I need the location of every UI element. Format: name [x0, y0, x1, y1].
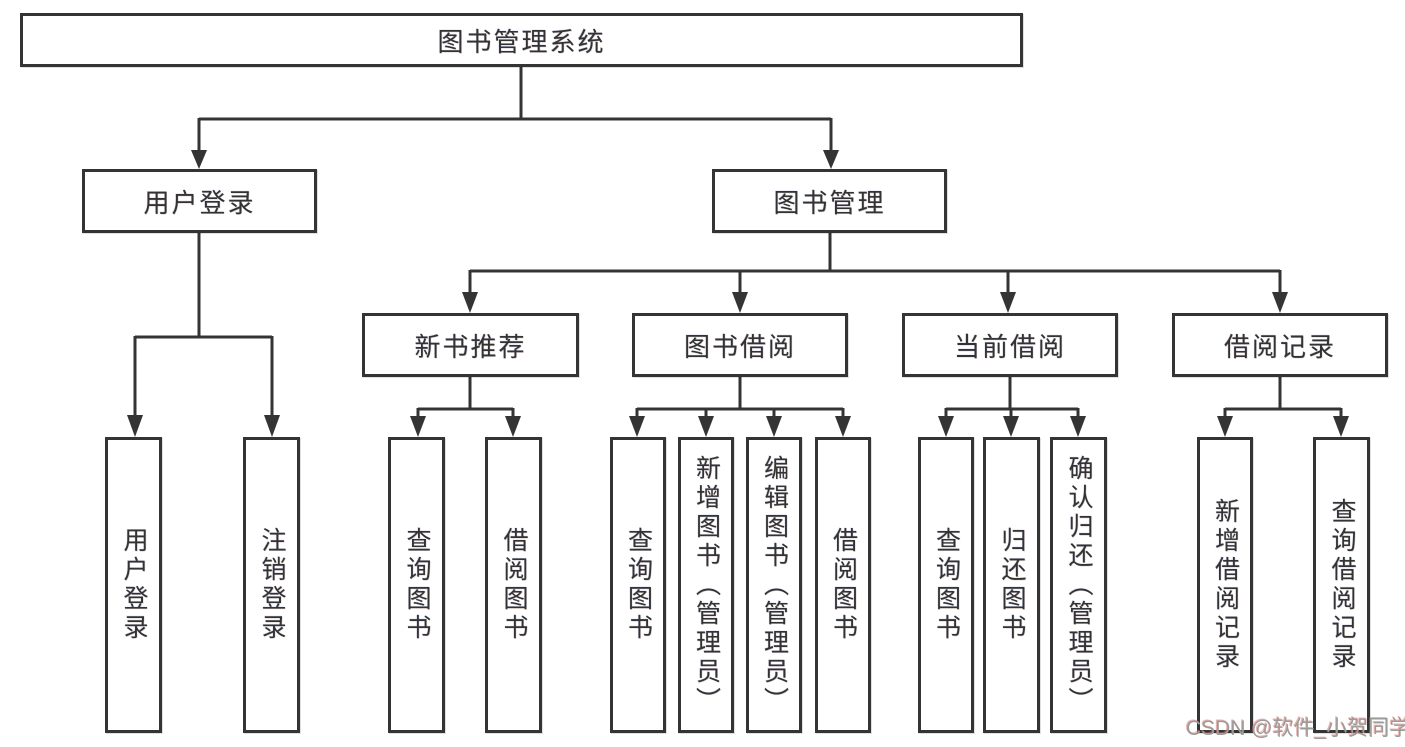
leaf-return-books: 归还图书: [983, 437, 1040, 733]
leaf-user-login: 用户登录: [105, 437, 162, 733]
node-book-borrowing: 图书借阅: [632, 313, 848, 377]
leaf-query-books-current: 查询图书: [918, 437, 974, 733]
leaf-edit-books-admin: 编辑图书（管理员）: [746, 437, 802, 733]
leaf-query-books-borrowing: 查询图书: [610, 437, 666, 733]
node-book-management: 图书管理: [712, 169, 947, 233]
leaf-confirm-return-admin: 确认归还（管理员）: [1050, 437, 1107, 733]
leaf-add-borrow-record: 新增借阅记录: [1197, 437, 1253, 733]
node-user-login: 用户登录: [82, 169, 317, 233]
leaf-query-borrow-record: 查询借阅记录: [1313, 437, 1370, 733]
watermark: CSDN @软件_小贺同学: [1186, 717, 1405, 740]
leaf-logout: 注销登录: [243, 437, 300, 733]
node-new-book-recommend: 新书推荐: [362, 313, 579, 377]
leaf-add-books-admin: 新增图书（管理员）: [678, 437, 734, 733]
node-borrowing-records: 借阅记录: [1172, 313, 1388, 377]
node-current-borrowing: 当前借阅: [902, 313, 1118, 377]
node-library-management-system: 图书管理系统: [20, 13, 1023, 67]
leaf-query-books-recommend: 查询图书: [388, 437, 445, 733]
leaf-borrow-books: 借阅图书: [815, 437, 871, 733]
leaf-borrow-books-recommend: 借阅图书: [485, 437, 542, 733]
